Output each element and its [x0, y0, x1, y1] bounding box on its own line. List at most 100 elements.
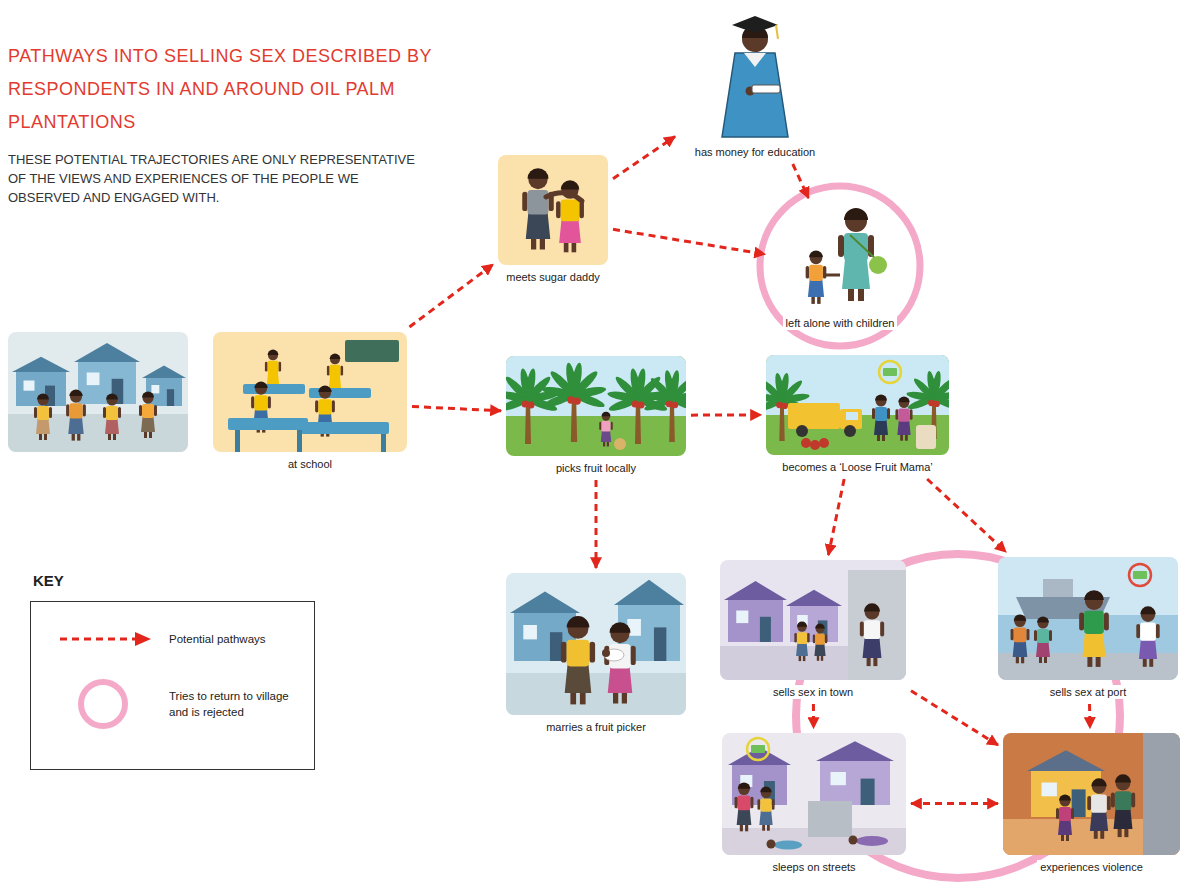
hair: [809, 250, 823, 257]
skirt: [68, 418, 83, 435]
arm: [1136, 624, 1140, 638]
money-note: [883, 368, 897, 376]
hair: [610, 622, 631, 633]
arm: [1049, 630, 1052, 641]
arm: [579, 201, 584, 218]
shirt: [318, 399, 331, 414]
skirt: [1090, 812, 1108, 832]
hair: [268, 350, 279, 355]
skirt: [897, 421, 910, 435]
hair: [561, 180, 580, 189]
palm-fruit: [776, 402, 782, 408]
palm-fruit: [632, 401, 639, 408]
house-window: [736, 611, 748, 624]
legend-entry: Potential pathways: [31, 624, 314, 684]
hair: [815, 624, 825, 629]
pathway-stage: marries a fruit picker: [506, 573, 686, 734]
head: [761, 787, 771, 797]
shirt: [330, 365, 341, 378]
ground: [506, 356, 686, 456]
hair: [1140, 606, 1156, 614]
hair: [864, 603, 880, 611]
truck-bed: [788, 403, 840, 429]
arm: [1087, 796, 1091, 810]
skirt: [1013, 641, 1028, 657]
scene-background: [8, 332, 188, 452]
house-roof: [142, 365, 186, 378]
arm: [139, 405, 142, 416]
palm-fruit: [528, 402, 535, 409]
house-window: [1042, 783, 1057, 797]
pathway-arrow: [409, 264, 493, 327]
desk: [309, 388, 371, 398]
hair: [875, 395, 887, 401]
stage-illustration: [213, 332, 407, 452]
stage-illustration: [506, 573, 686, 715]
hair: [844, 208, 868, 220]
hair: [69, 389, 82, 396]
shirt: [898, 408, 909, 421]
palm-frond: [608, 395, 641, 413]
pathway-arrow: [911, 691, 998, 745]
arm: [103, 407, 106, 418]
blackboard: [345, 340, 399, 362]
scene: [498, 155, 608, 265]
legend-box: Potential pathwaysTries to return to vil…: [30, 601, 315, 770]
money-note: [1133, 571, 1147, 579]
palm-fruit: [782, 403, 788, 409]
skirt: [1114, 809, 1133, 829]
lying-figure: [856, 836, 888, 846]
house-window: [831, 772, 846, 785]
shirt: [738, 796, 751, 811]
head: [268, 350, 278, 360]
legend-text: Potential pathways: [169, 631, 309, 647]
gown: [722, 53, 788, 137]
stage-caption: has money for education: [692, 145, 818, 159]
hair: [738, 782, 751, 788]
skirt: [737, 809, 752, 825]
house-door: [861, 779, 875, 805]
head: [602, 412, 610, 420]
hair: [797, 622, 807, 627]
arm: [599, 422, 601, 430]
pathway-stage: has money for education: [680, 5, 830, 159]
money-note: [751, 745, 765, 753]
shirt: [268, 361, 279, 374]
arm: [825, 634, 827, 643]
skirt: [814, 644, 825, 656]
skirt: [759, 811, 772, 825]
scene-background: [722, 733, 906, 855]
stage-caption: picks fruit locally: [553, 461, 639, 475]
stage-caption: experiences violence: [1037, 860, 1146, 874]
arm: [1011, 629, 1014, 641]
arm: [1104, 612, 1109, 630]
arm: [268, 396, 271, 408]
skirt: [1139, 640, 1157, 660]
arm: [1079, 612, 1084, 630]
legend-heading: KEY: [33, 572, 153, 589]
palm-fruit: [934, 401, 940, 407]
collar: [744, 53, 766, 67]
shirt: [1091, 795, 1107, 813]
arm: [556, 201, 561, 218]
house-window: [24, 381, 35, 391]
dashed-arrow-sample: [60, 638, 137, 641]
shirt: [106, 406, 118, 420]
arm: [757, 799, 760, 809]
shirt: [528, 190, 549, 215]
hair: [1014, 614, 1027, 620]
palm-fruit: [573, 397, 580, 404]
house-roof: [724, 581, 787, 600]
hair: [330, 354, 341, 359]
head: [849, 836, 858, 845]
shirt: [1059, 807, 1071, 821]
sky: [506, 356, 686, 416]
palm-frond: [670, 395, 686, 413]
desk: [301, 422, 389, 434]
holding-hands: [826, 274, 840, 277]
hair: [1059, 795, 1071, 801]
house-wall: [78, 362, 136, 404]
shirt: [1014, 628, 1027, 643]
skirt: [1058, 820, 1072, 835]
